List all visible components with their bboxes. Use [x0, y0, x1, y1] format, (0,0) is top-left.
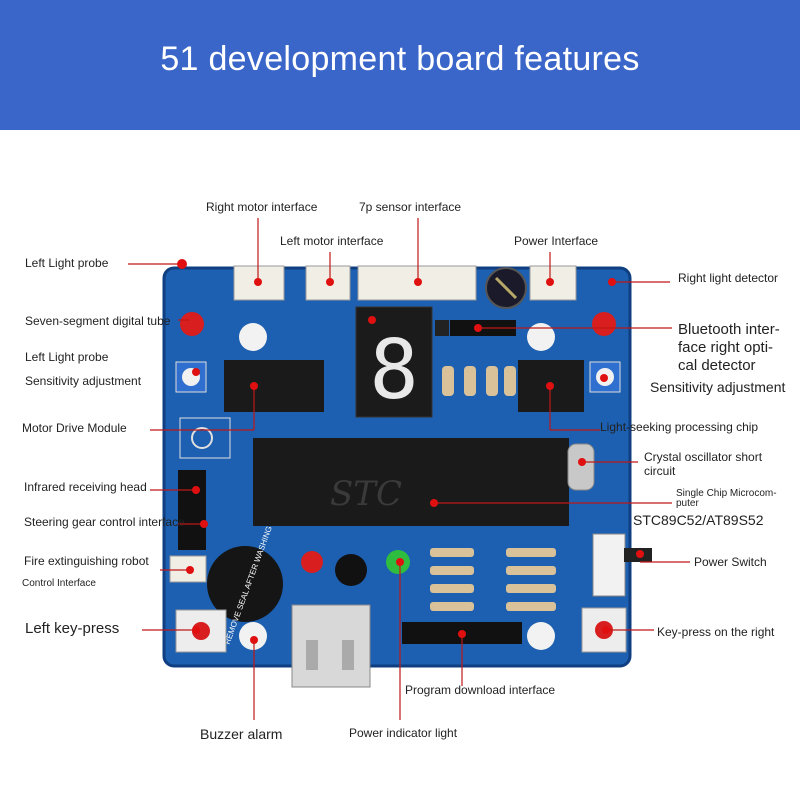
sensor-7p-connector: [357, 265, 477, 301]
label-sensitivity-left: Sensitivity adjustment: [25, 374, 142, 388]
left-light-probe-led: [180, 312, 204, 336]
mounting-hole: [527, 622, 555, 650]
label-right-motor-interface: Right motor interface: [206, 200, 318, 214]
label-mcu-line2: puter: [676, 498, 699, 509]
buzzer: [207, 546, 283, 622]
label-bluetooth-line2: face right opti-: [678, 339, 774, 356]
label-left-light-probe: Left Light probe: [25, 350, 109, 364]
right-light-detector-led: [592, 312, 616, 336]
label-program-download: Program download interface: [405, 683, 556, 697]
pin-header: [178, 470, 206, 550]
label-steering-gear: Steering gear control interface: [24, 515, 185, 529]
label-seven-segment: Seven-segment digital tube: [25, 314, 171, 328]
label-light-seeking-chip: Light-seeking processing chip: [600, 420, 759, 434]
label-bluetooth-line3: cal detector: [678, 357, 756, 374]
label-left-key: Left key-press: [25, 620, 120, 637]
label-motor-drive: Motor Drive Module: [22, 421, 127, 435]
seven-segment-display: [355, 306, 433, 418]
label-power-interface: Power Interface: [514, 234, 599, 248]
resistor-array: [430, 548, 556, 611]
feature-markers: [177, 259, 644, 644]
label-bluetooth-line1: Bluetooth inter-: [678, 321, 780, 338]
seven-segment-digit: 8: [369, 323, 418, 418]
label-left-light-probe-top: Left Light probe: [25, 256, 109, 270]
mounting-hole: [239, 323, 267, 351]
label-buzzer: Buzzer alarm: [200, 726, 283, 742]
label-power-indicator: Power indicator light: [349, 726, 458, 740]
label-infrared: Infrared receiving head: [24, 480, 147, 494]
svg-text:STC: STC: [330, 474, 402, 514]
label-sensitivity-right: Sensitivity adjustment: [650, 379, 786, 395]
label-crystal-line2: circuit: [644, 464, 676, 478]
page-title: 51 development board features: [160, 40, 640, 78]
label-crystal-line1: Crystal oscillator short: [644, 450, 763, 464]
right-motor-connector: [233, 265, 285, 301]
label-fire-line2: Control Interface: [22, 578, 96, 589]
crystal-oscillator: [567, 443, 595, 491]
header-banner: 51 development board features: [0, 0, 800, 130]
label-stc-model: STC89C52/AT89S52: [633, 512, 764, 528]
label-mcu-line1: Single Chip Microcom-: [676, 488, 777, 499]
label-right-key: Key-press on the right: [657, 625, 775, 639]
usb-port: [291, 604, 371, 688]
power-switch: [592, 533, 626, 597]
mcu-chip: [253, 438, 569, 526]
mounting-hole: [239, 622, 267, 650]
mounting-hole: [527, 323, 555, 351]
label-right-light-detector: Right light detector: [678, 271, 779, 285]
label-7p-sensor-interface: 7p sensor interface: [359, 200, 462, 214]
label-fire-line1: Fire extinguishing robot: [24, 554, 149, 568]
motor-driver-chip: [224, 360, 324, 412]
leader-lines: [128, 218, 690, 720]
label-power-switch: Power Switch: [694, 555, 767, 569]
label-left-motor-interface: Left motor interface: [280, 234, 384, 248]
